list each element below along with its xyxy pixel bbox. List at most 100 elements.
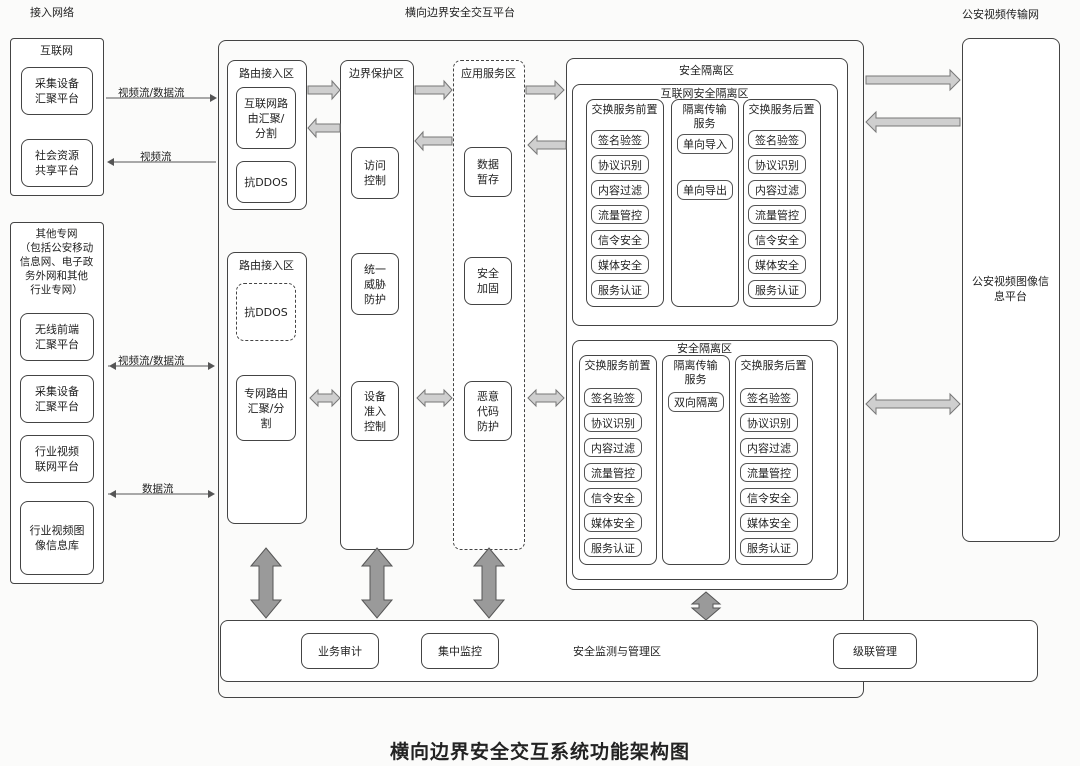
bottom-mid-title: 隔离传输 服务 [673,359,718,386]
access-network-label: 接入网络 [30,6,74,19]
bottom-front-item: 协议识别 [584,413,642,432]
social-resource-platform: 社会资源 共享平台 [21,139,93,187]
vertical-arrow-2 [360,547,394,619]
internet-routing-box: 互联网路 由汇聚/ 分割 [236,87,296,149]
zone-arrow-2 [307,117,341,139]
top-front-item: 流量管控 [591,205,649,224]
zone-arrow-8 [416,388,453,408]
top-mid-panel: 隔离传输 服务 单向导入 单向导出 [671,99,739,307]
data-storage-box: 数据 暂存 [464,147,512,197]
top-back-item: 流量管控 [748,205,806,224]
police-video-platform: 公安视频图像信 息平台 [962,38,1060,542]
top-front-item: 媒体安全 [591,255,649,274]
bottom-front-item: 媒体安全 [584,513,642,532]
diagram-caption: 横向边界安全交互系统功能架构图 [389,741,690,763]
platform-frame [218,40,864,698]
central-monitor-box: 集中监控 [421,633,499,669]
zone-arrow-1 [307,79,341,101]
access-control-box: 访问 控制 [351,147,399,199]
vertical-arrows [249,547,722,621]
bottom-back-item: 签名验签 [740,388,798,407]
one-way-import: 单向导入 [677,134,733,154]
top-back-item: 签名验签 [748,130,806,149]
bottom-back-item: 流量管控 [740,463,798,482]
anti-ddos-dashed-box: 抗DDOS [236,283,296,341]
flow-label-4: 数据流 [142,483,174,495]
vertical-arrow-1 [249,547,283,619]
bottom-front-item: 流量管控 [584,463,642,482]
boundary-title: 边界保护区 [349,67,404,80]
boundary-protection-zone: 边界保护区 访问 控制 统一 威胁 防护 设备 准入 控制 [340,60,414,550]
left-flow-lines [106,94,217,498]
wireless-front-platform: 无线前端 汇聚平台 [20,313,94,361]
other-network-panel: 其他专网 （包括公安移动 信息网、电子政 务外网和其他 行业专网） 无线前端 汇… [10,222,104,584]
police-video-net-label: 公安视频传输网 [962,8,1039,21]
right-arrow-3 [865,392,961,416]
top-front-item: 服务认证 [591,280,649,299]
one-way-export: 单向导出 [677,180,733,200]
zone-arrow-7 [309,388,341,408]
internet-panel: 互联网 采集设备 汇聚平台 社会资源 共享平台 [10,38,104,196]
two-way-isolation: 双向隔离 [668,392,724,412]
zone-arrow-5 [525,79,565,101]
bottom-isolation-title: 安全隔离区 [677,342,732,355]
police-video-platform-label: 公安视频图像信 息平台 [972,275,1049,303]
bottom-back-item: 媒体安全 [740,513,798,532]
top-back-item: 服务认证 [748,280,806,299]
right-arrow-2 [865,110,961,134]
industry-video-platform: 行业视频 联网平台 [20,435,94,483]
cascade-manage-box: 级联管理 [833,633,917,669]
security-hardening-box: 安全 加固 [464,257,512,305]
monitoring-title: 安全监测与管理区 [573,645,661,658]
anti-ddos-box: 抗DDOS [236,161,296,203]
bottom-front-item: 内容过滤 [584,438,642,457]
zone-arrow-4 [414,130,453,152]
top-front-item: 信令安全 [591,230,649,249]
top-back-item: 内容过滤 [748,180,806,199]
top-front-title: 交换服务前置 [591,103,658,116]
bottom-front-item: 签名验签 [584,388,642,407]
bottom-front-item: 信令安全 [584,488,642,507]
collect-device-platform: 采集设备 汇聚平台 [21,67,93,115]
zone-arrow-9 [527,388,565,408]
top-front-item: 协议识别 [591,155,649,174]
right-arrow-1 [865,68,961,92]
vertical-arrow-3 [472,547,506,619]
zone-arrow-3 [414,79,453,101]
top-back-item: 媒体安全 [748,255,806,274]
threat-protection-box: 统一 威胁 防护 [351,253,399,315]
flow-label-2: 视频流 [140,151,172,163]
bottom-back-title: 交换服务后置 [740,359,807,372]
business-audit-box: 业务审计 [301,633,379,669]
collect-device-platform-2: 采集设备 汇聚平台 [20,375,94,423]
routing-zone-top: 路由接入区 互联网路 由汇聚/ 分割 抗DDOS [227,60,307,210]
bottom-front-title: 交换服务前置 [584,359,651,372]
bottom-mid-panel: 隔离传输 服务 双向隔离 [662,355,730,565]
routing-top-title: 路由接入区 [239,67,294,80]
monitoring-zone: 业务审计 集中监控 安全监测与管理区 级联管理 [220,620,1038,682]
top-mid-title: 隔离传输 服务 [682,103,727,130]
industry-video-database: 行业视频图 像信息库 [20,501,94,575]
bottom-back-item: 内容过滤 [740,438,798,457]
flow-label-1: 视频流/数据流 [118,87,185,99]
zone-arrows [307,68,961,416]
top-back-title: 交换服务后置 [748,103,815,116]
flow-label-3: 视频流/数据流 [118,355,185,367]
bottom-front-item: 服务认证 [584,538,642,557]
platform-label: 横向边界安全交互平台 [405,6,515,19]
routing-bottom-title: 路由接入区 [239,259,294,272]
internet-isolation-title: 互联网安全隔离区 [660,87,749,100]
vertical-arrow-4 [690,591,722,621]
malicious-code-box: 恶意 代码 防护 [464,381,512,441]
other-network-title: 其他专网 （包括公安移动 信息网、电子政 务外网和其他 行业专网） [19,228,94,296]
routing-zone-bottom: 路由接入区 抗DDOS 专网路由 汇聚/分 割 [227,252,307,524]
internet-title: 互联网 [40,44,73,57]
top-front-item: 签名验签 [591,130,649,149]
top-back-item: 信令安全 [748,230,806,249]
zone-arrow-6 [527,134,567,156]
bottom-back-item: 协议识别 [740,413,798,432]
bottom-back-item: 服务认证 [740,538,798,557]
bottom-back-item: 信令安全 [740,488,798,507]
top-back-item: 协议识别 [748,155,806,174]
